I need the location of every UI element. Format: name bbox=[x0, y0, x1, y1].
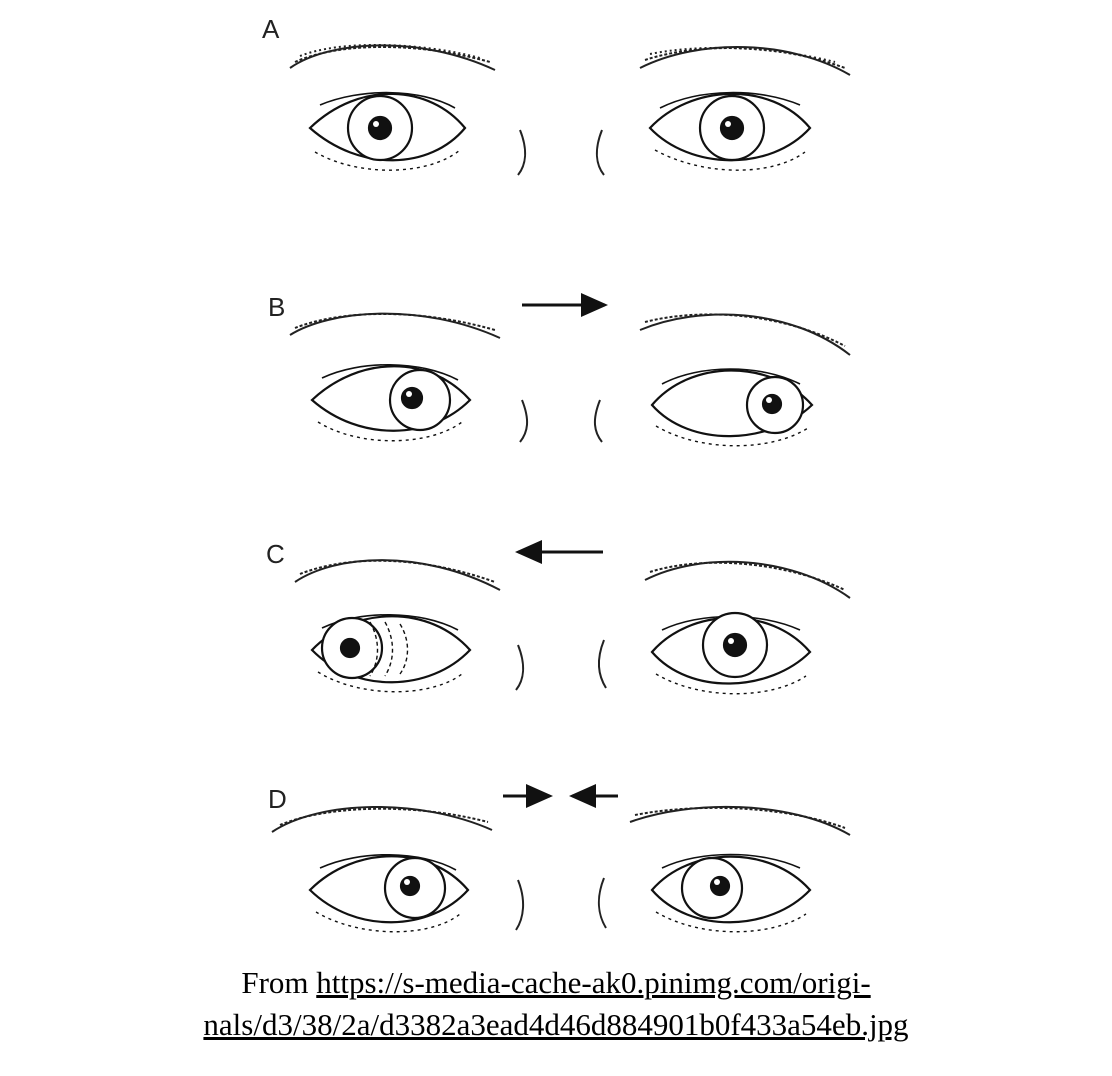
pupil bbox=[761, 393, 783, 415]
panel-letter-d: D bbox=[268, 784, 287, 814]
right-eyebrow bbox=[294, 559, 501, 591]
nose-lines bbox=[517, 129, 605, 176]
nose-lines bbox=[515, 877, 607, 931]
right-eye bbox=[308, 853, 470, 933]
panel-b: B bbox=[268, 292, 851, 447]
source-caption: From https://s-media-cache-ak0.pinimg.co… bbox=[0, 962, 1112, 1046]
right-eye bbox=[308, 91, 467, 171]
left-eyebrow bbox=[629, 805, 851, 836]
pupil bbox=[722, 632, 748, 658]
right-eyebrow bbox=[289, 44, 496, 71]
pupil bbox=[709, 875, 731, 897]
left-eye bbox=[650, 611, 812, 695]
pupil bbox=[367, 115, 393, 141]
right-eyebrow bbox=[271, 806, 493, 833]
left-eye bbox=[650, 853, 812, 933]
pupil bbox=[400, 386, 424, 410]
pupil bbox=[719, 115, 745, 141]
panel-a: A bbox=[262, 14, 851, 176]
right-eye bbox=[310, 363, 472, 442]
pupil bbox=[399, 875, 421, 897]
source-link-part-2[interactable]: nals/d3/38/2a/d3382a3ead4d46d884901b0f43… bbox=[203, 1007, 909, 1042]
left-eyebrow bbox=[639, 46, 851, 76]
panel-c: C bbox=[266, 539, 851, 695]
left-eyebrow bbox=[644, 560, 851, 599]
panel-letter-b: B bbox=[268, 292, 285, 322]
right-eyebrow bbox=[289, 312, 501, 339]
right-eye bbox=[310, 613, 472, 693]
panel-letter-a: A bbox=[262, 14, 280, 44]
panel-d: D bbox=[268, 784, 851, 933]
nose-lines bbox=[519, 399, 603, 443]
caption-prefix: From bbox=[241, 965, 317, 1000]
nose-lines bbox=[515, 639, 607, 691]
panel-letter-c: C bbox=[266, 539, 285, 569]
caption-line-1: From https://s-media-cache-ak0.pinimg.co… bbox=[0, 962, 1112, 1004]
left-eyebrow bbox=[639, 313, 851, 356]
left-eye bbox=[648, 91, 812, 171]
left-eye bbox=[650, 368, 814, 447]
eye-movement-figure: A bbox=[262, 14, 851, 933]
pupil bbox=[339, 637, 361, 659]
caption-line-2: nals/d3/38/2a/d3382a3ead4d46d884901b0f43… bbox=[0, 1004, 1112, 1046]
source-link-part-1[interactable]: https://s-media-cache-ak0.pinimg.com/ori… bbox=[316, 965, 871, 1000]
